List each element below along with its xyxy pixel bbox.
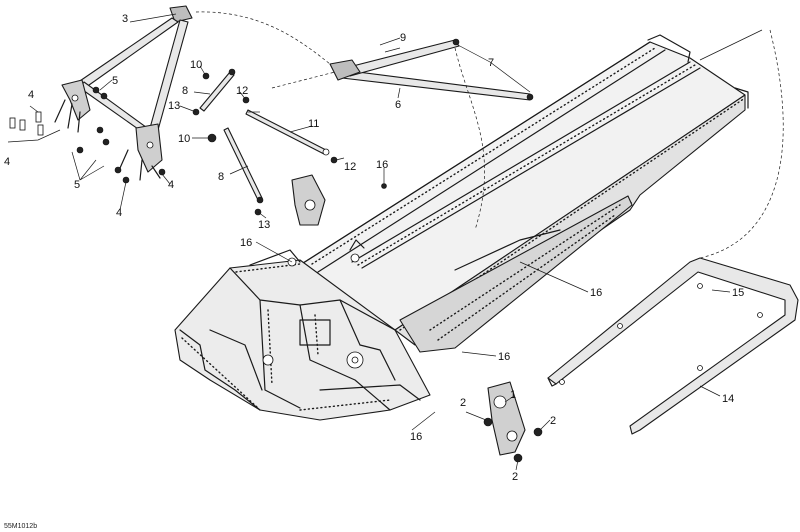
callout-10: 10 (190, 59, 202, 71)
callout-3: 3 (122, 13, 128, 25)
callout-5: 5 (74, 179, 80, 191)
callout-16: 16 (240, 237, 252, 249)
callout-4: 4 (116, 207, 122, 219)
callout-14: 14 (722, 393, 734, 405)
callout-5: 5 (112, 75, 118, 87)
callout-13: 13 (258, 219, 270, 231)
callout-labels: 3 4 4 4 4 5 5 9 7 6 10 10 8 8 13 13 12 1… (4, 13, 744, 530)
upper-column-assembly (54, 5, 193, 181)
callout-1: 1 (510, 389, 516, 401)
rear-bracket (483, 381, 543, 463)
callout-4: 4 (168, 179, 174, 191)
tunnel-frame (299, 34, 749, 353)
callout-8: 8 (218, 171, 224, 183)
center-bracket (291, 174, 387, 226)
rear-bumper-loop (547, 257, 799, 435)
callout-6: 6 (395, 99, 401, 111)
callout-9: 9 (400, 32, 406, 44)
callout-12: 12 (344, 161, 356, 173)
callout-2: 2 (550, 415, 556, 427)
callout-10: 10 (178, 133, 190, 145)
reference-code: 55M1012b (4, 523, 37, 530)
callout-12: 12 (236, 85, 248, 97)
callout-2: 2 (512, 471, 518, 483)
callout-2: 2 (460, 397, 466, 409)
callout-15: 15 (732, 287, 744, 299)
callout-11: 11 (308, 118, 319, 130)
rear-cross-brace (329, 38, 534, 101)
support-struts (192, 68, 338, 216)
callout-16: 16 (376, 159, 388, 171)
callout-4: 4 (4, 156, 10, 168)
leader-lines (7, 11, 784, 471)
front-chassis (174, 239, 431, 421)
callout-7: 7 (488, 57, 494, 69)
callout-16: 16 (410, 431, 422, 443)
callout-16: 16 (590, 287, 602, 299)
callout-13: 13 (168, 100, 180, 112)
callout-8: 8 (182, 85, 188, 97)
fastener-cluster-left (9, 86, 166, 184)
callout-4: 4 (28, 89, 34, 101)
callout-16: 16 (498, 351, 510, 363)
